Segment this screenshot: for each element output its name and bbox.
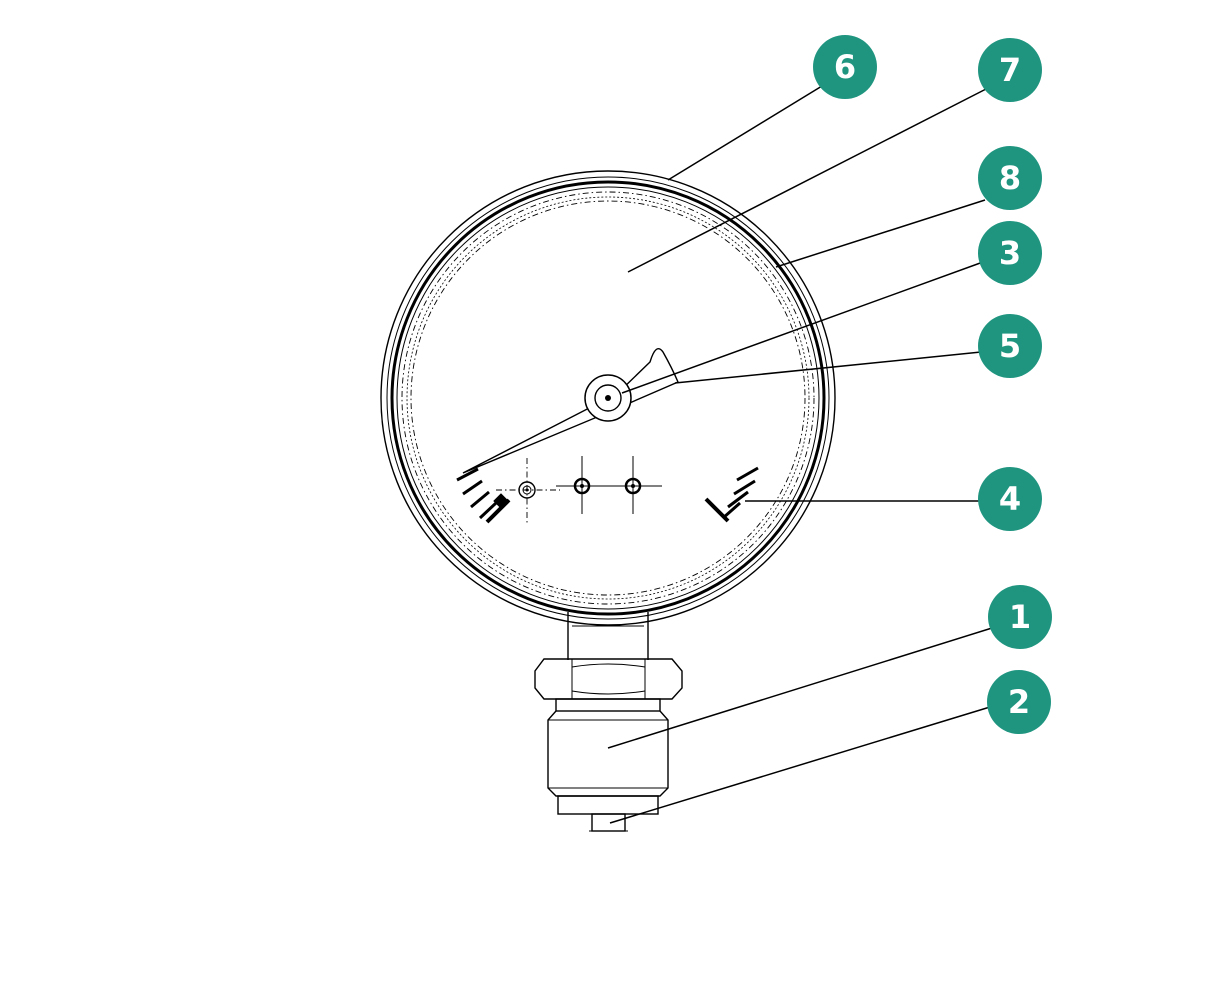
callout-5-label: 5 xyxy=(999,327,1021,365)
callout-6-badge xyxy=(813,35,877,99)
case-rim-thick xyxy=(390,180,826,616)
leader-2 xyxy=(609,706,991,824)
leader-lines xyxy=(607,85,993,824)
callout-1: 1 xyxy=(988,585,1052,649)
case-rim-thin xyxy=(396,186,820,610)
dial-edge-dashed-1 xyxy=(401,191,815,605)
dial-screws xyxy=(496,456,662,524)
callout-8-badge xyxy=(978,146,1042,210)
dial-edge-dashed-3 xyxy=(410,200,806,596)
leader-8 xyxy=(775,199,986,268)
gauge-body xyxy=(380,170,836,832)
callout-2-label: 2 xyxy=(1008,683,1030,721)
leader-3 xyxy=(621,261,984,394)
callout-8: 8 xyxy=(978,146,1042,210)
leader-7 xyxy=(627,87,989,273)
callout-7-badge xyxy=(978,38,1042,102)
scale-marks-left xyxy=(456,467,511,524)
callout-1-badge xyxy=(988,585,1052,649)
callout-5: 5 xyxy=(978,314,1042,378)
callout-2: 2 xyxy=(987,670,1051,734)
leader-1 xyxy=(607,627,993,749)
callout-4-badge xyxy=(978,467,1042,531)
callout-4: 4 xyxy=(978,467,1042,531)
callout-5-badge xyxy=(978,314,1042,378)
gauge-neck xyxy=(567,612,649,660)
leader-6 xyxy=(667,85,823,181)
callout-3-badge xyxy=(978,221,1042,285)
scale-marks-right xyxy=(704,466,759,523)
callout-8-label: 8 xyxy=(999,159,1021,197)
callout-7: 7 xyxy=(978,38,1042,102)
pointer xyxy=(462,348,679,474)
pointer-hub xyxy=(584,374,632,422)
callout-2-badge xyxy=(987,670,1051,734)
callout-1-label: 1 xyxy=(1009,598,1031,636)
callout-3: 3 xyxy=(978,221,1042,285)
dial-edge-dashed-2 xyxy=(406,196,810,600)
callout-3-label: 3 xyxy=(999,234,1021,272)
callout-4-label: 4 xyxy=(999,480,1021,518)
callout-6: 6 xyxy=(813,35,877,99)
leader-5 xyxy=(674,351,982,384)
hex-nut xyxy=(534,658,683,700)
callout-6-label: 6 xyxy=(834,48,856,86)
connector-tip xyxy=(589,813,628,832)
bezel-ring-inner xyxy=(386,176,830,620)
bezel-ring-outer xyxy=(380,170,836,626)
threaded-connector xyxy=(547,698,669,815)
callout-7-label: 7 xyxy=(999,51,1021,89)
